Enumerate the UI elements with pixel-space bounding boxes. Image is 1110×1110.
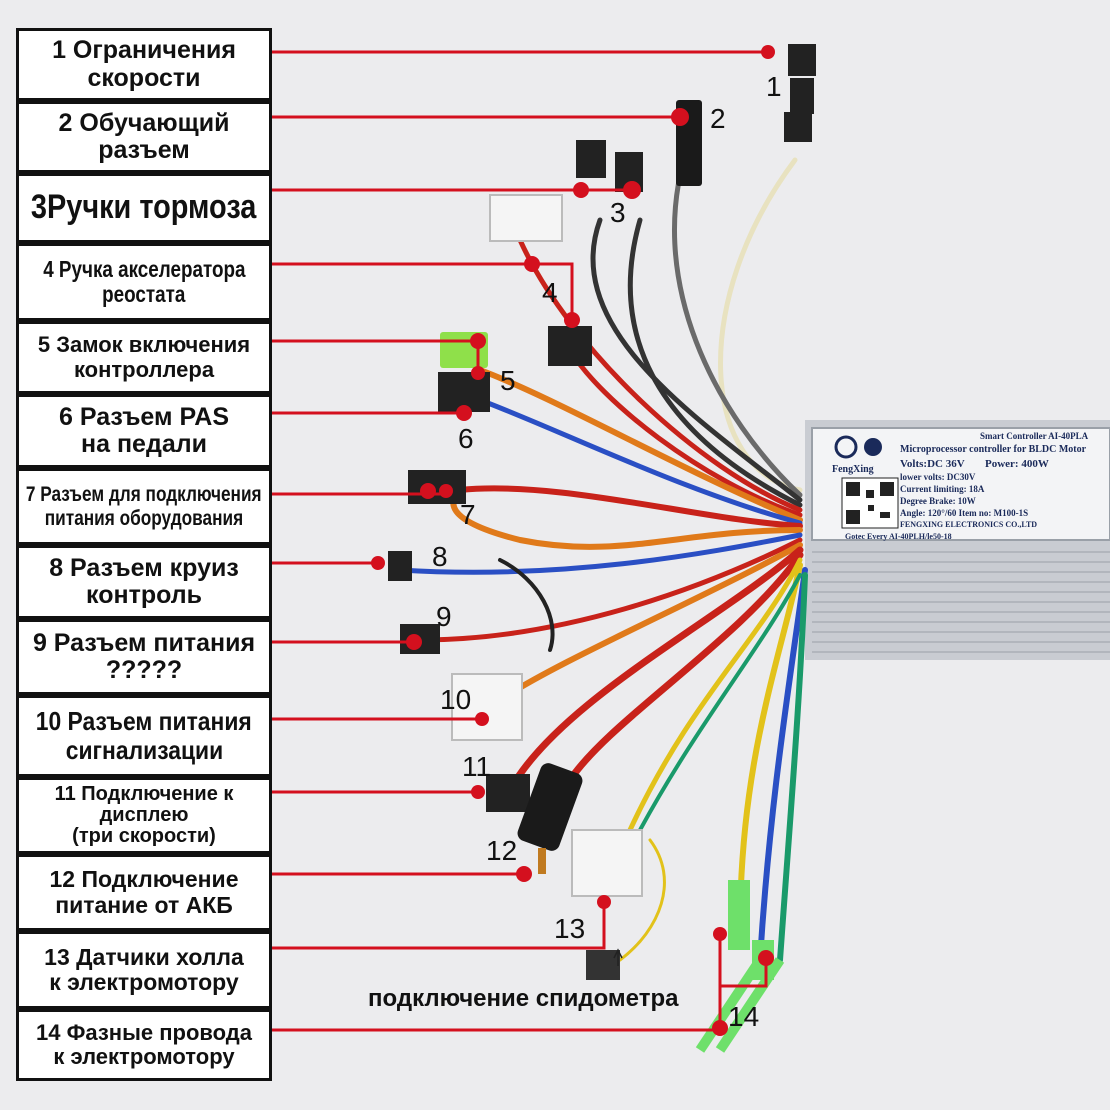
label-4-line2: реостата	[102, 281, 186, 307]
number-14: 14	[728, 1001, 759, 1032]
number-11: 11	[462, 751, 491, 782]
label-13-line1: 13 Датчики холла	[44, 943, 244, 970]
label-1-line2: скорости	[87, 63, 201, 92]
connector-7-icon	[408, 470, 466, 504]
arrow-up-icon	[613, 948, 623, 966]
label-box-2: 2 Обучающий разъем	[16, 101, 272, 173]
controller-bottom: Gotec Every AI-40PLH/le50-18	[845, 532, 952, 541]
label-box-3: 3Ручки тормоза	[16, 173, 272, 243]
label-2-line2: разъем	[98, 136, 190, 164]
connector-8-icon	[388, 551, 412, 581]
label-7-line1: 7 Разъем для подключения	[26, 483, 262, 507]
controller-company: FENGXING ELECTRONICS CO.,LTD	[900, 520, 1037, 529]
controller-brand: FengXing	[832, 464, 874, 475]
label-14-line2: к электромотору	[53, 1044, 235, 1069]
connector-4-white-icon	[489, 194, 563, 242]
label-box-13: 13 Датчики холла к электромотору	[16, 931, 272, 1009]
connector-numbers: 1 2 3 4 5 6 7 8 9 10 11 12 13 14	[432, 71, 782, 1032]
number-3: 3	[610, 197, 626, 228]
label-12-line2: питание от АКБ	[55, 891, 233, 918]
connector-10-icon	[451, 673, 523, 741]
number-9: 9	[436, 601, 452, 632]
label-box-11: 11 Подключение к дисплею (три скорости)	[16, 777, 272, 854]
number-8: 8	[432, 541, 448, 572]
controller-angle: Angle: 120°/60 Item no: M100-1S	[900, 508, 1028, 518]
number-5: 5	[500, 365, 516, 396]
connector-1-icon	[784, 44, 816, 142]
label-box-10: 10 Разъем питания сигнализации	[16, 695, 272, 777]
number-12: 12	[486, 835, 517, 866]
label-6-line2: на педали	[81, 430, 207, 458]
label-4-line1: 4 Ручка акселератора	[42, 255, 246, 282]
number-1: 1	[766, 71, 782, 102]
controller-brake: Degree Brake: 10W	[900, 496, 976, 506]
label-12-line1: 12 Подключение	[49, 866, 239, 893]
number-6: 6	[458, 423, 474, 454]
controller-lower: lower volts: DC30V	[900, 472, 976, 482]
speedometer-label: подключение спидометра	[368, 985, 679, 1012]
label-14-line1: 14 Фазные провода	[36, 1019, 252, 1045]
label-2-line1: 2 Обучающий	[58, 108, 230, 137]
label-box-1: 1 Ограничения скорости	[16, 28, 272, 101]
label-7-line2: питания оборудования	[44, 506, 244, 530]
controller-volts: Volts:DC 36V	[900, 458, 965, 470]
label-3-line1: 3Ручки тормоза	[31, 188, 257, 227]
number-4: 4	[542, 277, 558, 308]
number-10: 10	[440, 684, 471, 715]
label-box-4: 4 Ручка акселератора реостата	[16, 243, 272, 321]
connector-11-icon	[486, 774, 530, 812]
label-13-line2: к электромотору	[49, 969, 239, 995]
label-9-line1: 9 Разъем питания	[32, 628, 256, 657]
label-8-line1: 8 Разъем круиз	[49, 553, 239, 582]
label-box-14: 14 Фазные провода к электромотору	[16, 1009, 272, 1081]
controller-unit: Smart Controller AI-40PLA Microprocessor…	[805, 420, 1110, 660]
connector-12-icon	[517, 763, 583, 874]
label-11-line3: (три скорости)	[72, 825, 216, 847]
label-box-12: 12 Подключение питание от АКБ	[16, 854, 272, 931]
label-5-line1: 5 Замок включения	[37, 332, 251, 358]
connector-4-icon	[548, 326, 592, 366]
leader-lines	[272, 50, 768, 1032]
label-9-line2: ?????	[105, 656, 183, 684]
label-10-line1: 10 Разъем питания	[35, 706, 253, 737]
label-box-7: 7 Разъем для подключения питания оборудо…	[16, 468, 272, 545]
label-5-line2: контроллера	[73, 356, 215, 382]
speedometer-connector-icon	[586, 950, 620, 980]
label-box-9: 9 Разъем питания ?????	[16, 619, 272, 695]
controller-current: Current limiting: 18A	[900, 484, 985, 494]
phase-wire-ends-icon	[695, 880, 785, 1053]
number-2: 2	[710, 103, 726, 134]
label-10-line2: сигнализации	[65, 735, 223, 765]
connector-13-icon	[571, 829, 643, 897]
label-6-line1: 6 Разъем PAS	[59, 402, 229, 431]
leader-dots	[371, 45, 775, 1036]
label-box-8: 8 Разъем круиз контроль	[16, 545, 272, 619]
label-box-6: 6 Разъем PAS на педали	[16, 394, 272, 468]
label-box-5: 5 Замок включения контроллера	[16, 321, 272, 394]
number-7: 7	[460, 499, 476, 530]
label-8-line2: контроль	[86, 581, 202, 609]
controller-power: Power: 400W	[985, 458, 1049, 470]
controller-line2: Microprocessor controller for BLDC Motor	[900, 444, 1087, 455]
wire-bundle	[397, 137, 808, 963]
label-11-line2: дисплею	[99, 804, 189, 826]
label-1-line1: 1 Ограничения	[52, 36, 236, 64]
number-13: 13	[554, 913, 585, 944]
label-11-line1: 11 Подключение к	[54, 783, 234, 805]
controller-line1: Smart Controller AI-40PLA	[980, 431, 1089, 441]
controller-logo-icon	[834, 435, 882, 459]
